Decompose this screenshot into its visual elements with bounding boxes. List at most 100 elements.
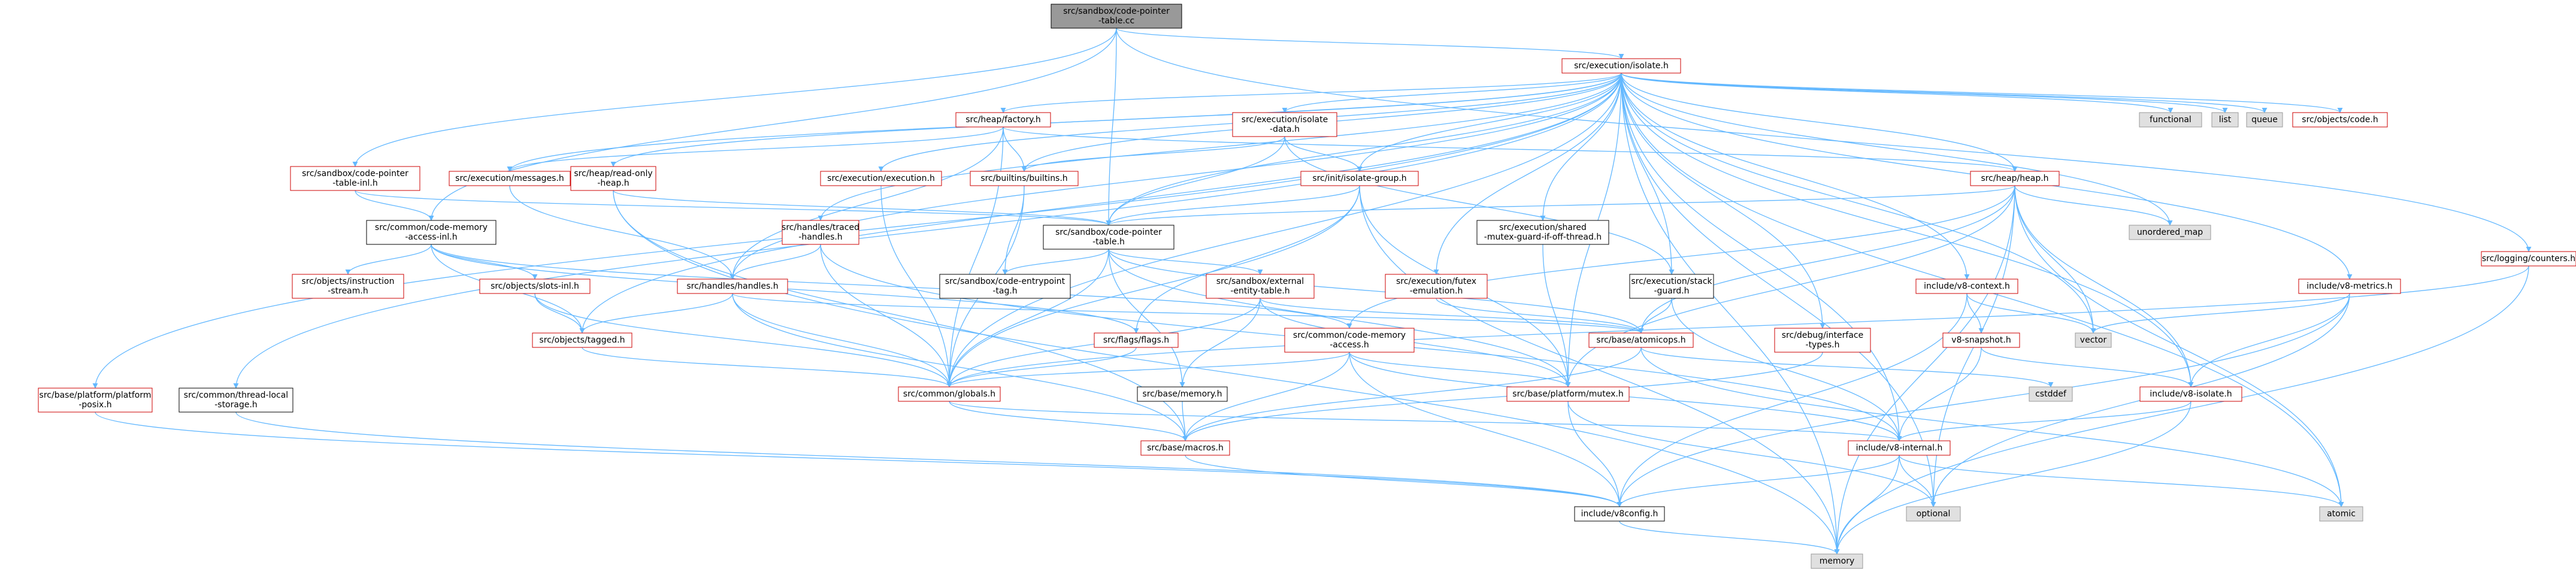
node-v8internal[interactable]: include/v8-internal.h [1848, 440, 1951, 456]
node-label: src/base/atomicops.h [1596, 335, 1685, 345]
edge-stackguard-to-atomicops [1638, 298, 1672, 334]
node-slotsinl[interactable]: src/objects/slots-inl.h [479, 279, 591, 294]
node-label: memory [1820, 556, 1855, 566]
node-label: src/common/code-memory [375, 223, 488, 232]
node-v8context[interactable]: include/v8-context.h [1915, 279, 2018, 294]
node-readonlyheap[interactable]: src/heap/read-only-heap.h [570, 166, 656, 191]
node-unorderedmap[interactable]: unordered_map [2129, 225, 2211, 240]
node-box [1561, 58, 1681, 74]
node-vector[interactable]: vector [2075, 332, 2112, 348]
node-globals[interactable]: src/common/globals.h [898, 386, 1001, 402]
node-objcode[interactable]: src/objects/code.h [2292, 112, 2388, 128]
node-label: src/sandbox/code-pointer [1055, 228, 1162, 237]
edge-mutex-to-v8config [1567, 401, 1623, 507]
edge-v8isolate-to-memory [1834, 401, 2191, 555]
edge-futex-to-atomicops [1436, 298, 1644, 334]
edge-isolate-to-memory [1621, 72, 1840, 555]
node-stackguard[interactable]: src/execution/stack-guard.h [1629, 274, 1714, 299]
node-isolate[interactable]: src/execution/isolate.h [1561, 58, 1681, 74]
edge-handles-to-objtagged [579, 293, 733, 334]
node-cptinl[interactable]: src/sandbox/code-pointer-table-inl.h [290, 166, 420, 191]
node-threadlocal[interactable]: src/common/thread-local-storage.h [178, 388, 293, 413]
node-box [1232, 112, 1337, 137]
edge-isolate-to-debugif [1621, 72, 1826, 329]
node-box [2139, 386, 2242, 402]
node-label: src/sandbox/code-pointer [1063, 7, 1170, 16]
node-label: functional [2150, 115, 2191, 125]
node-box [782, 220, 859, 245]
node-label: src/execution/stack [1631, 277, 1712, 286]
node-queue[interactable]: queue [2246, 112, 2283, 128]
node-builtins[interactable]: src/builtins/builtins.h [970, 171, 1079, 186]
node-macros[interactable]: src/base/macros.h [1140, 440, 1230, 456]
edge-execmsgs-to-handles [509, 185, 735, 280]
node-atomic[interactable]: atomic [2319, 506, 2363, 522]
edge-isodata-to-stackguard [1284, 136, 1675, 275]
node-root[interactable]: src/sandbox/code-pointer-table.cc [1051, 4, 1182, 29]
edge-cpth-to-globals [946, 249, 1109, 388]
node-memory[interactable]: memory [1811, 553, 1863, 569]
edge-isolate-to-readonlyheap [610, 72, 1622, 167]
node-functional[interactable]: functional [2139, 112, 2202, 128]
node-label: -data.h [1270, 125, 1300, 134]
node-box [2481, 251, 2576, 267]
edge-atomicops-to-macros [1182, 347, 1642, 441]
node-box [1137, 386, 1228, 402]
node-tracedhandles[interactable]: src/handles/traced-handles.h [782, 220, 859, 245]
node-box [1043, 225, 1175, 250]
node-box [1300, 171, 1419, 186]
node-loggingcounters[interactable]: src/logging/counters.h [2481, 251, 2576, 267]
edge-isolate-to-heapfactory [1000, 72, 1622, 113]
node-cmainl[interactable]: src/common/code-memory-access-inl.h [366, 220, 497, 245]
node-box [820, 171, 942, 186]
node-cstddef[interactable]: cstddef [2029, 386, 2073, 402]
node-label: vector [2080, 335, 2107, 345]
node-label: -tag.h [992, 286, 1017, 296]
edge-root-to-loggingcounters [1116, 28, 2532, 252]
node-optional[interactable]: optional [1906, 506, 1961, 522]
node-heapfactory[interactable]: src/heap/factory.h [955, 112, 1051, 128]
node-futex[interactable]: src/execution/futex-emulation.h [1385, 274, 1488, 299]
edge-sharedmutex-to-mutex [1542, 244, 1571, 388]
node-mutex[interactable]: src/base/platform/mutex.h [1506, 386, 1630, 402]
edge-isolate-to-vector [1621, 72, 2096, 334]
node-label: src/execution/isolate.h [1574, 61, 1669, 71]
node-platposix[interactable]: src/base/platform/platform-posix.h [38, 388, 153, 413]
node-objtagged[interactable]: src/objects/tagged.h [532, 332, 632, 348]
node-layer: src/sandbox/code-pointer-table.cc src/exe… [38, 4, 2576, 569]
node-v8metrics[interactable]: include/v8-metrics.h [2298, 279, 2401, 294]
edge-platposix-to-v8config [95, 411, 1623, 507]
edge-isolate-to-optional [1621, 72, 1936, 507]
node-flags[interactable]: src/flags/flags.h [1094, 332, 1179, 348]
node-cpth[interactable]: src/sandbox/code-pointer-table.h [1043, 225, 1175, 250]
node-list[interactable]: list [2211, 112, 2239, 128]
node-box [366, 220, 497, 245]
node-basememory[interactable]: src/base/memory.h [1137, 386, 1228, 402]
node-label: src/objects/tagged.h [540, 335, 625, 345]
node-box [1476, 220, 1609, 245]
node-cma[interactable]: src/common/code-memory-access.h [1284, 328, 1415, 353]
node-isodata[interactable]: src/execution/isolate-data.h [1232, 112, 1337, 137]
node-isogroup[interactable]: src/init/isolate-group.h [1300, 171, 1419, 186]
node-label: src/base/macros.h [1147, 443, 1224, 453]
node-sharedmutex[interactable]: src/execution/shared-mutex-guard-if-off-… [1476, 220, 1609, 245]
node-objinstr[interactable]: src/objects/instruction-stream.h [292, 274, 404, 299]
node-cpentry[interactable]: src/sandbox/code-entrypoint-tag.h [939, 274, 1071, 299]
node-handles[interactable]: src/handles/handles.h [677, 279, 788, 294]
node-extentity[interactable]: src/sandbox/external-entity-table.h [1206, 274, 1315, 299]
node-v8snapshot[interactable]: v8-snapshot.h [1942, 332, 2020, 348]
node-atomicops[interactable]: src/base/atomicops.h [1588, 332, 1694, 348]
node-execmsgs[interactable]: src/execution/messages.h [449, 171, 571, 186]
node-heapheap[interactable]: src/heap/heap.h [1970, 171, 2060, 186]
node-label: src/sandbox/external [1216, 277, 1304, 286]
node-label: -guard.h [1654, 286, 1689, 296]
node-v8isolate[interactable]: include/v8-isolate.h [2139, 386, 2242, 402]
node-debugif[interactable]: src/debug/interface-types.h [1774, 328, 1871, 353]
node-box [292, 274, 404, 299]
edge-cmainl-to-slotsinl [431, 244, 538, 280]
node-label: src/handles/traced [782, 223, 859, 232]
node-label: src/heap/factory.h [965, 115, 1040, 125]
node-execexec[interactable]: src/execution/execution.h [820, 171, 942, 186]
edge-isogroup-to-flags [1133, 185, 1360, 334]
node-v8config[interactable]: include/v8config.h [1574, 506, 1665, 522]
